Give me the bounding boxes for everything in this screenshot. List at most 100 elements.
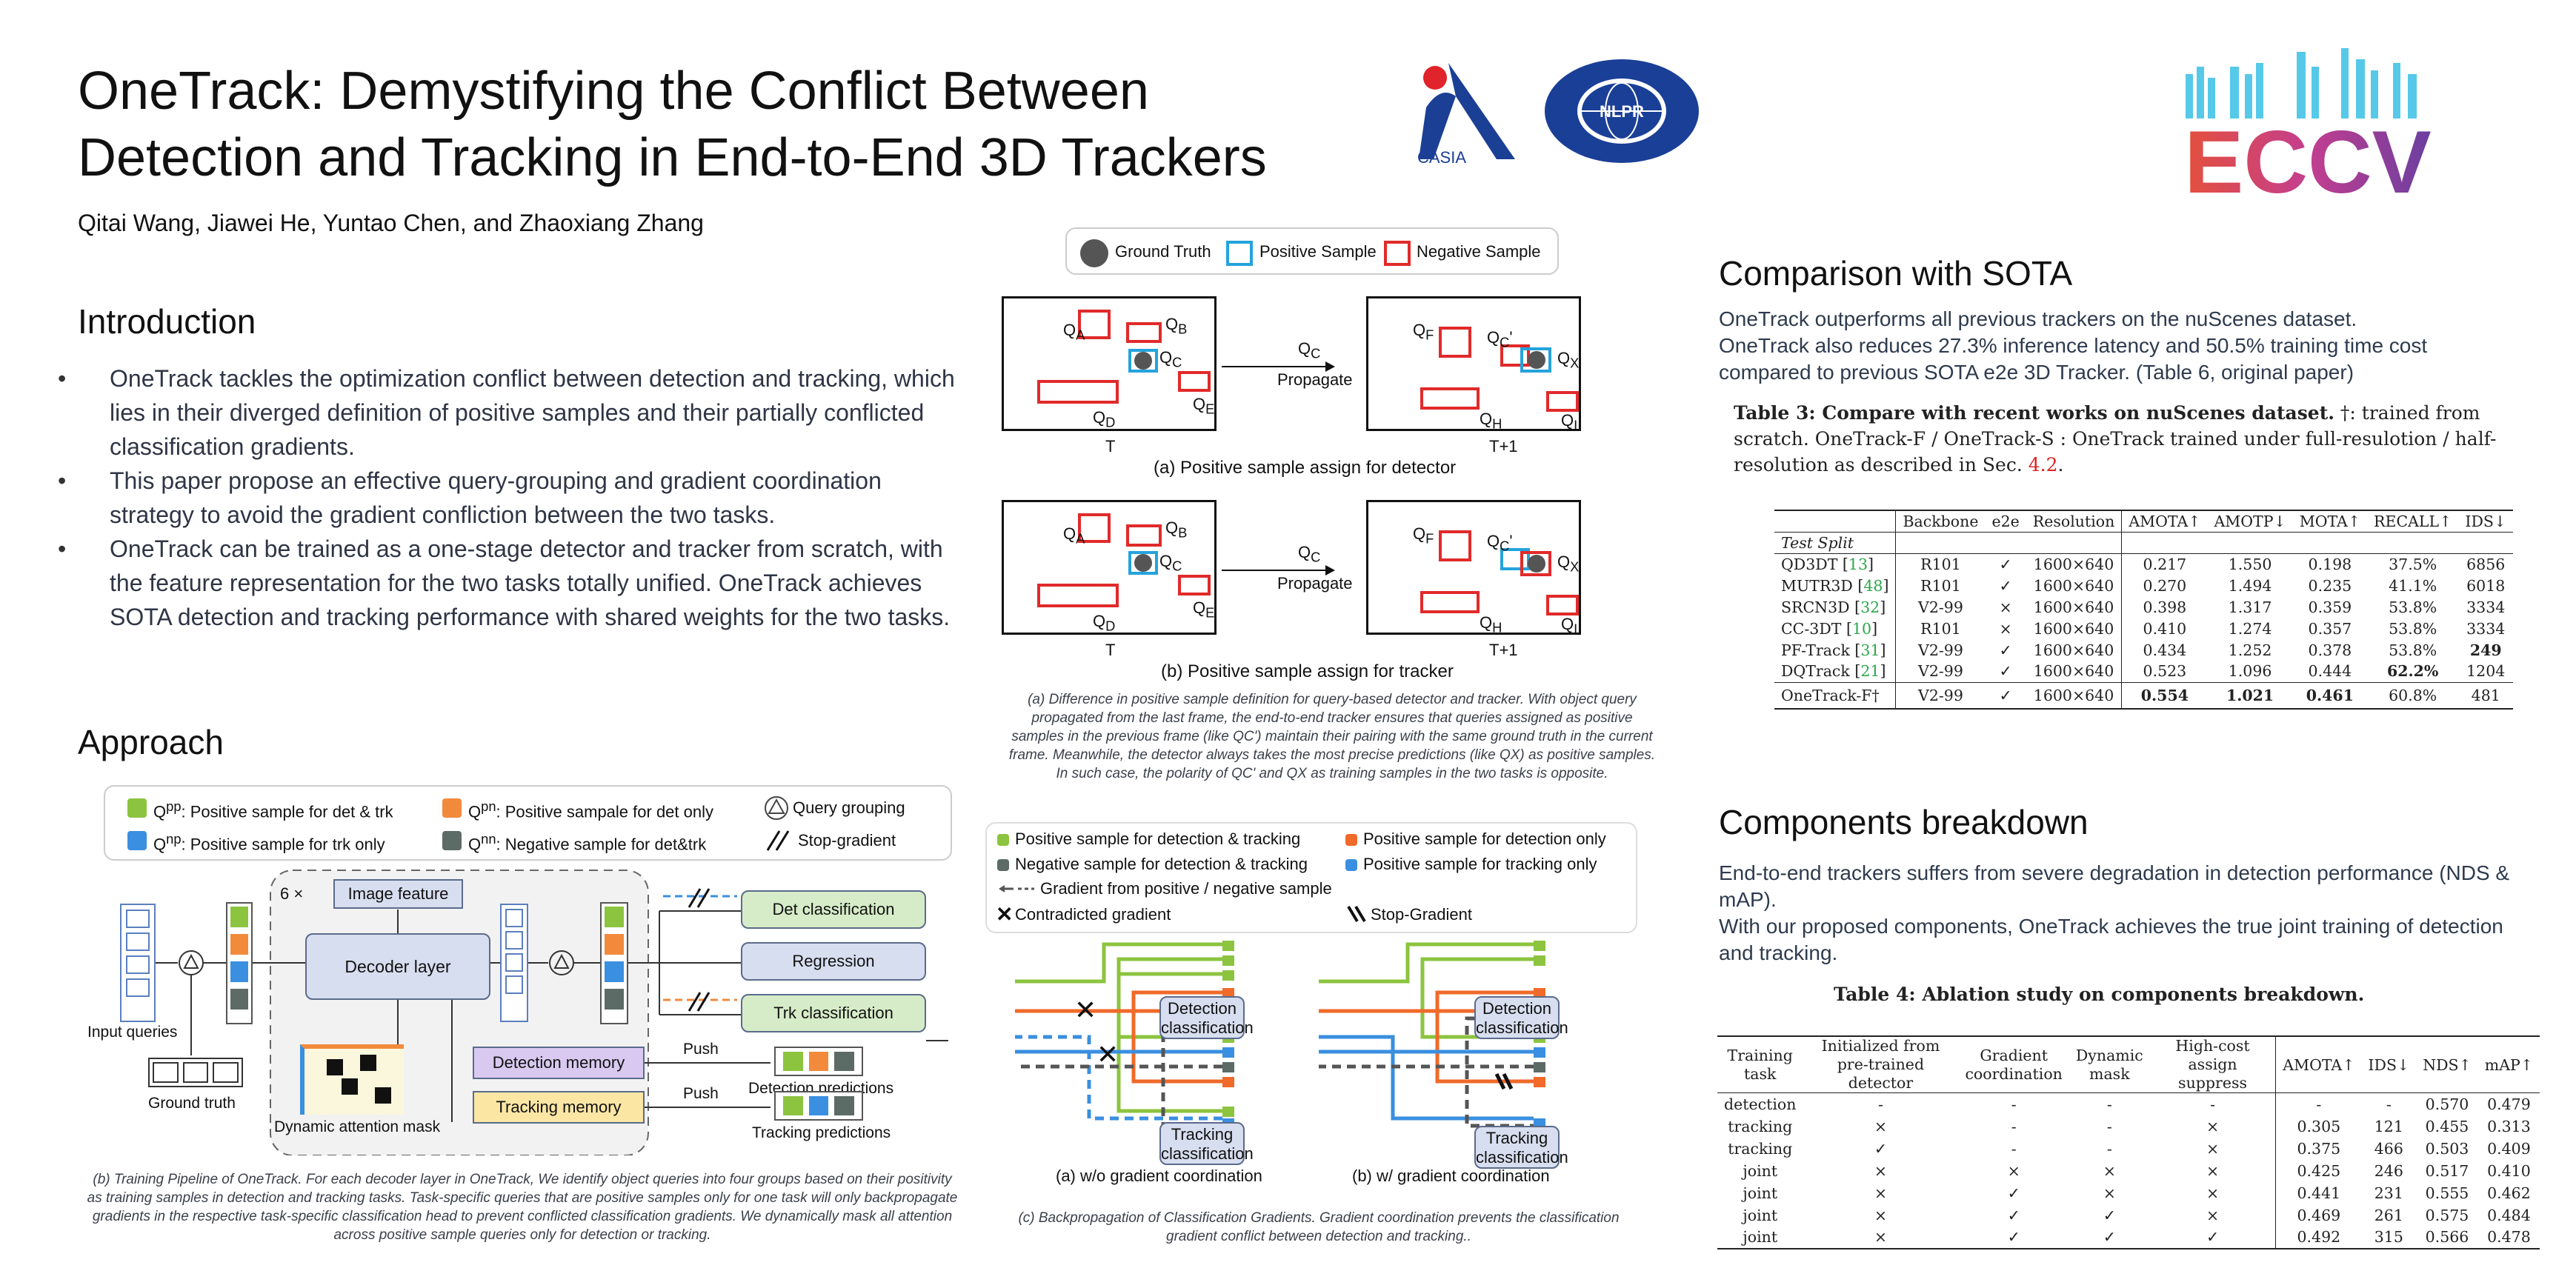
fig-a-sub2: (b) Positive sample assign for tracker (1161, 661, 1454, 681)
grouped-queries-1 (226, 902, 253, 1024)
nlpr-logo-text: NLPR (1600, 102, 1644, 121)
propagate-arrow-1 (1222, 361, 1335, 372)
table3: Backbone e2e Resolution AMOTA↑ AMOTP↓ MO… (1774, 510, 2514, 710)
contradicted-mark-1: ✕ (1074, 995, 1096, 1026)
t-label-1: T (1105, 437, 1116, 456)
push-label-1: Push (683, 1041, 719, 1058)
table3-caption: Table 3: Compare with recent works on nu… (1734, 402, 2497, 476)
casia-logo: CASIA (1404, 56, 1522, 167)
t4-col-mask: Dynamic mask (2075, 1046, 2143, 1083)
authors: Qitai Wang, Jiawei He, Yuntao Chen, and … (78, 210, 704, 236)
title-line-2: Detection and Tracking in End-to-End 3D … (78, 128, 1267, 187)
pn-text: : Positive sampale for det only (496, 802, 713, 821)
dynamic-attention-mask (300, 1044, 404, 1115)
det-cls-box-a: Detection classification (1159, 996, 1254, 1039)
sota-text-line-1: OneTrack outperforms all previous tracke… (1719, 307, 2357, 330)
intro-heading: Introduction (78, 302, 256, 341)
propagate-label-2: Propagate (1277, 574, 1353, 593)
legend-contradicted-text: Contradicted gradient (1015, 905, 1171, 924)
fig-a-detector: QA QB QC QE QD QC Propagate QF QC' QX QH… (1002, 296, 1631, 481)
pn-chip (442, 798, 462, 818)
sota-text-line-2: OneTrack also reduces 27.3% inference la… (1719, 334, 2428, 357)
grouped-queries-2 (600, 902, 628, 1024)
fig-c-diagrams: ✕ ✕ Detection classification Tracking cl… (985, 941, 1637, 1192)
fig-a-sub1: (a) Positive sample assign for detector (1154, 458, 1457, 478)
t1-label-1: T+1 (1489, 437, 1518, 456)
eccv-logo: ECCV (2178, 44, 2437, 212)
nn-sup: nn (481, 831, 496, 847)
pp-text: : Positive sample for det & trk (181, 802, 393, 821)
ground-truth-legend: Ground Truth (1115, 242, 1211, 261)
t3-col-recall: RECALL↑ (2374, 512, 2452, 530)
approach-caption: (b) Training Pipeline of OneTrack. For e… (87, 1172, 958, 1243)
components-text-line-3: With our proposed components, OneTrack a… (1719, 915, 2503, 938)
pn-label: Qpn: Positive sampale for det only (468, 798, 713, 821)
t4-col-grad: Gradient coordination (1965, 1046, 2063, 1083)
ground-truth-boxes (148, 1058, 243, 1087)
t3-col-amota: AMOTA↑ (2129, 512, 2201, 530)
intro-bullet-3: OneTrack can be trained as a one-stage d… (58, 532, 958, 634)
frame-t1-tracker: QF QC' QX QH QI (1366, 500, 1581, 636)
stop-gradient-label: Stop-gradient (798, 831, 896, 850)
sota-text: OneTrack outperforms all previous tracke… (1719, 306, 2519, 386)
np-text: : Positive sample for trk only (181, 835, 385, 854)
tracking-predictions (774, 1091, 863, 1121)
legend-pn-chip (1345, 834, 1357, 846)
approach-legend: Qpp: Positive sample for det & trk Qpn: … (104, 785, 952, 861)
np-sup: np (166, 831, 182, 847)
legend-gradient-text: Gradient from positive / negative sample (1040, 879, 1332, 898)
ground-truth-dot (1080, 239, 1108, 267)
components-heading: Components breakdown (1719, 803, 2089, 841)
det-cls-box-b: Detection classification (1474, 996, 1568, 1039)
decoder-layer-box: Decoder layer (305, 933, 490, 1000)
fig-a-caption: (a) Difference in positive sample defini… (1008, 692, 1656, 781)
fig-a-tracker: QA QB QC QE QD QC Propagate QF QC' QX QH… (1002, 500, 1631, 685)
nlpr-logo: NLPR (1543, 58, 1700, 165)
regression-head: Regression (741, 942, 926, 981)
negative-sample-swatch (1384, 241, 1411, 266)
t3-col-mota: MOTA↑ (2299, 512, 2361, 530)
fig-c-sub-b: (b) w/ gradient coordination (1352, 1167, 1550, 1185)
intro-bullet-1: OneTrack tackles the optimization confli… (58, 361, 958, 464)
pn-sup: pn (481, 798, 496, 814)
frame-t1-detector: QF QC' QX QH QI (1366, 296, 1581, 433)
intro-bullets: OneTrack tackles the optimization confli… (58, 361, 958, 634)
t4-col-init: Initialized from pre-trained detector (1821, 1037, 1940, 1092)
trk-cls-box-a: Tracking classification (1159, 1122, 1254, 1165)
legend-pp-text: Positive sample for detection & tracking (1015, 830, 1301, 848)
sec-ref-link[interactable]: 4.2 (2028, 454, 2058, 476)
components-text-line-1: End-to-end trackers suffers from severe … (1719, 861, 2510, 884)
fig-c-sub-a: (a) w/o gradient coordination (1056, 1167, 1262, 1185)
pp-chip (127, 798, 147, 818)
six-times-label: 6 × (280, 884, 304, 903)
t3-col-backbone: Backbone (1903, 512, 1979, 530)
fig-c-legend: Positive sample for detection & tracking… (985, 822, 1637, 933)
pp-label: Qpp: Positive sample for det & trk (153, 798, 393, 821)
propagate-label-1: Propagate (1277, 370, 1353, 389)
fig-c-caption: (c) Backpropagation of Classification Gr… (1018, 1210, 1620, 1244)
np-label: Qnp: Positive sample for trk only (153, 831, 385, 854)
detection-predictions (774, 1047, 863, 1076)
frame-t-tracker: QA QB QC QE QD (1002, 500, 1217, 635)
t-label-2: T (1105, 641, 1116, 659)
poster-title: OneTrack: Demystifying the Conflict Betw… (78, 58, 1374, 191)
dynamic-mask-label: Dynamic attention mask (274, 1118, 441, 1135)
pipeline-diagram: Input queries Ground truth 6 × Image fea… (74, 867, 971, 1155)
legend-stop-text: Stop-Gradient (1371, 905, 1472, 924)
stop-gradient-icon (766, 830, 790, 851)
t1-label-2: T+1 (1489, 641, 1518, 659)
qc-label-2: QC (1298, 543, 1321, 565)
table3-caption-title: Table 3: Compare with recent works on nu… (1734, 402, 2334, 424)
t3-col-amotp: AMOTP↓ (2214, 512, 2286, 530)
